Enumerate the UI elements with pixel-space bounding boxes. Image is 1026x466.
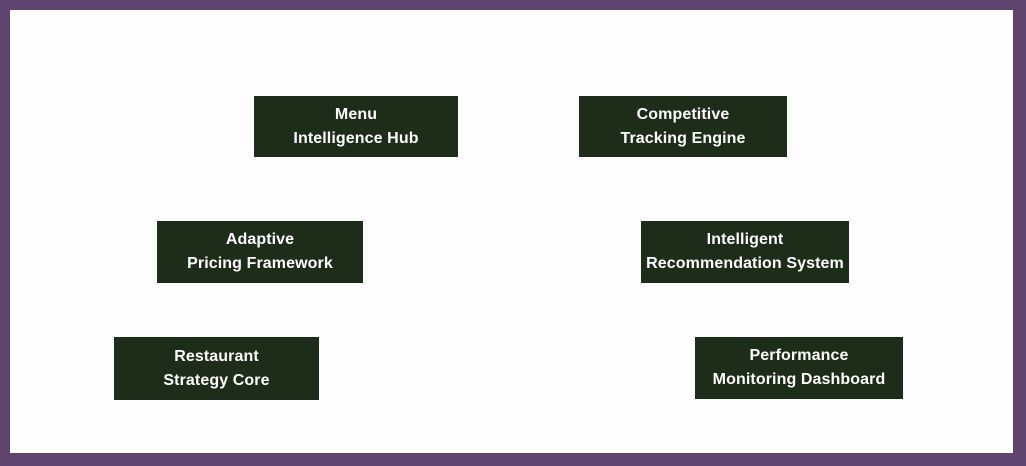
node-intelligent-recommendation-system: Intelligent Recommendation System	[641, 221, 849, 283]
node-label-line: Pricing Framework	[187, 255, 333, 272]
diagram-canvas: Menu Intelligence Hub Competitive Tracki…	[10, 10, 1013, 453]
node-restaurant-strategy-core: Restaurant Strategy Core	[114, 337, 319, 400]
node-label-line: Tracking Engine	[620, 129, 746, 147]
node-label-line: Strategy Core	[163, 371, 270, 389]
node-label-line: Monitoring Dashboard	[712, 371, 886, 388]
node-competitive-tracking-engine: Competitive Tracking Engine	[579, 96, 787, 157]
node-label-line: Menu	[334, 105, 378, 123]
node-label-line: Restaurant	[174, 347, 259, 365]
node-menu-intelligence-hub: Menu Intelligence Hub	[254, 96, 458, 157]
node-label-line: Intelligence Hub	[293, 129, 419, 147]
node-label-line: Performance	[749, 347, 849, 364]
node-label-line: Recommendation System	[646, 255, 844, 272]
node-adaptive-pricing-framework: Adaptive Pricing Framework	[157, 221, 363, 283]
node-label-line: Adaptive	[225, 231, 295, 248]
node-label-line: Intelligent	[706, 231, 784, 248]
node-label-line: Competitive	[636, 105, 730, 123]
node-performance-monitoring-dashboard: Performance Monitoring Dashboard	[695, 337, 903, 399]
